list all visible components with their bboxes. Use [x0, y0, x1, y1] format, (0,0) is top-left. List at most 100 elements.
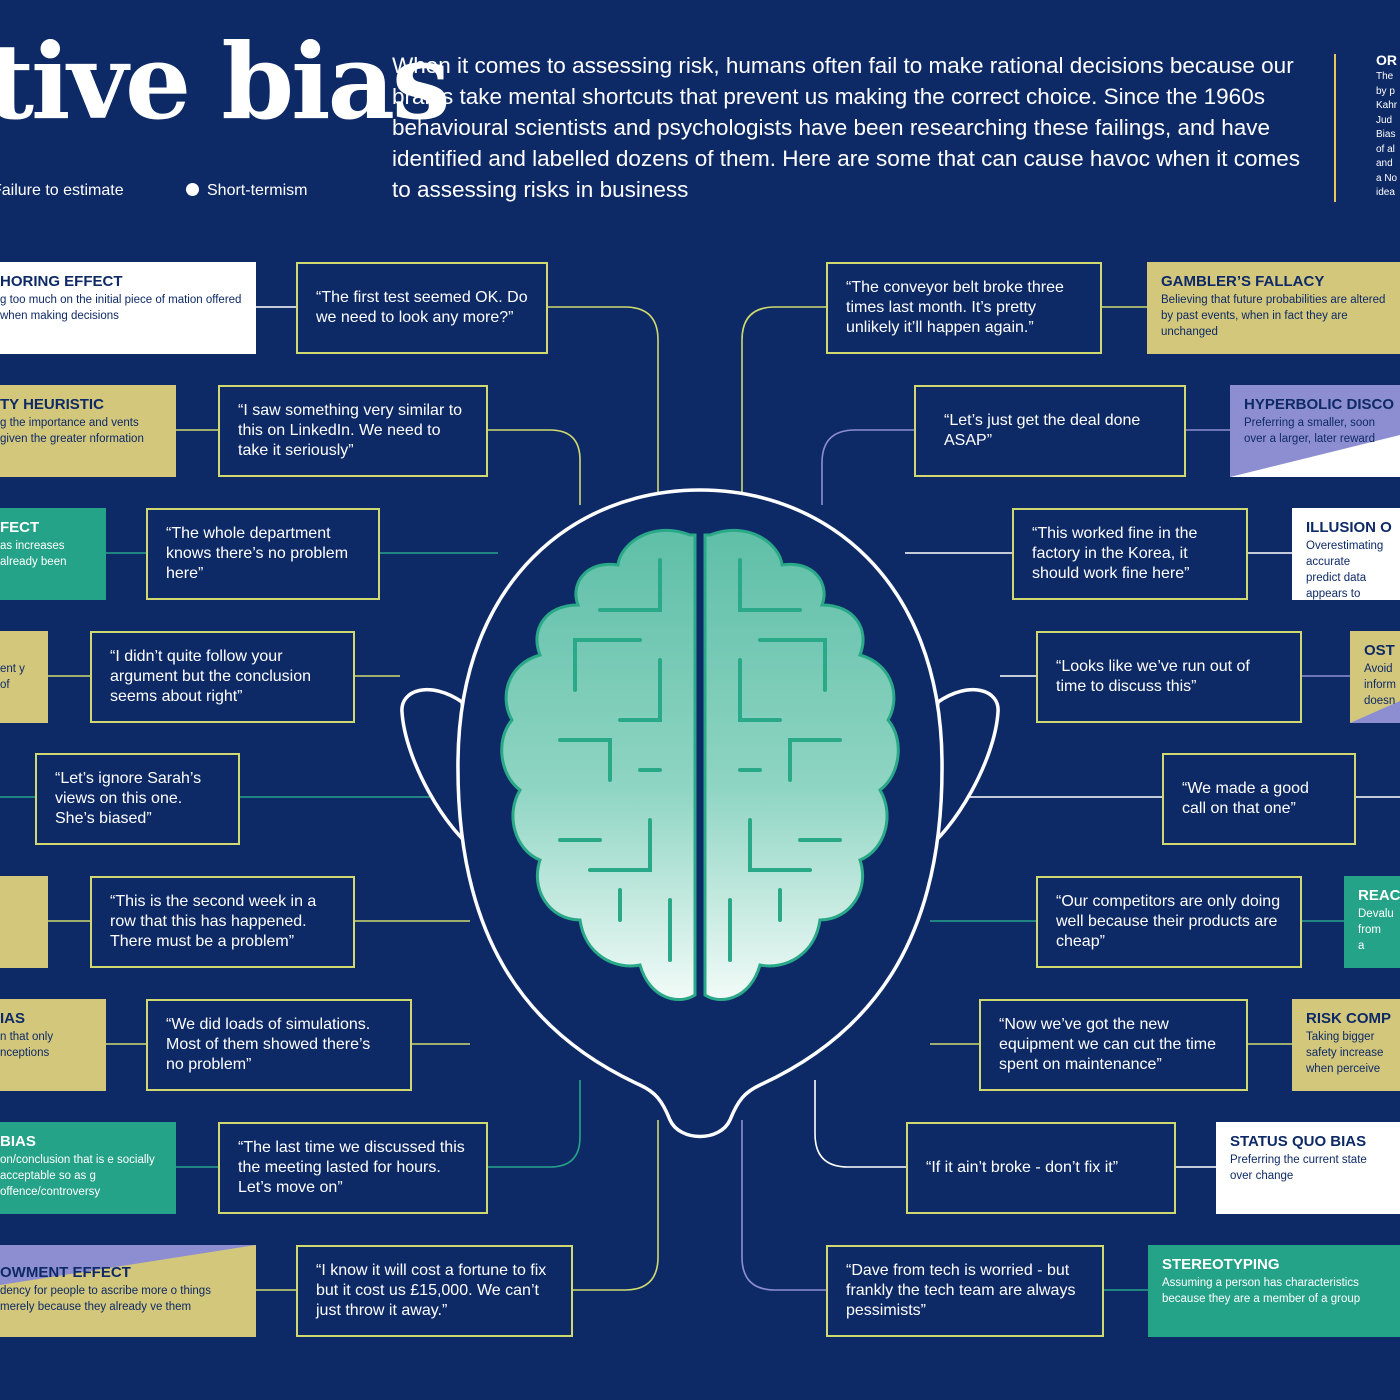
side-column: OR The by p Kahr Jud Bias of al and a No…	[1376, 50, 1400, 201]
bias-description: as increases already been	[0, 540, 67, 568]
side-line: of al	[1376, 143, 1395, 155]
head-outline	[400, 488, 1000, 1139]
quote-text: “We made a good call on that one”	[1182, 780, 1309, 817]
bias-card-courtesy-bias: BIAS on/conclusion that is e socially ac…	[0, 1122, 176, 1214]
bias-title: BIAS	[0, 1133, 36, 1150]
connector-line	[573, 1120, 659, 1291]
quote-text: “Let’s ignore Sarah’s views on this one.…	[55, 770, 202, 827]
bias-card-illusion-of-validity: ILLUSION O Overestimating accurate predi…	[1292, 508, 1400, 600]
bias-card-availability-heuristic: TY HEURISTIC g the importance and vents …	[0, 385, 176, 477]
bias-title: TY HEURISTIC	[0, 396, 104, 413]
brain-icon	[500, 529, 900, 1002]
card-shade	[1230, 435, 1400, 477]
bias-description: on/conclusion that is e socially accepta…	[0, 1154, 155, 1198]
connector-line	[741, 306, 826, 492]
bias-title: HYPERBOLIC DISCO	[1244, 396, 1395, 413]
bias-description: ent y of	[0, 663, 25, 691]
quote-box: “I know it will cost a fortune to fix bu…	[296, 1245, 573, 1337]
bias-title: FECT	[0, 519, 40, 536]
quote-text: “Dave from tech is worried - but frankly…	[846, 1262, 1076, 1319]
quote-text: “If it ain’t broke - don’t fix it”	[926, 1159, 1119, 1176]
quote-box: “Now we’ve got the new equipment we can …	[979, 999, 1248, 1091]
legend-label: Short-termism	[207, 182, 308, 199]
bias-card-reactive-devaluation: REAC Devalu from a	[1344, 876, 1400, 968]
quote-box: “This is the second week in a row that t…	[90, 876, 355, 968]
bias-description: Taking bigger safety increase when perce…	[1306, 1031, 1384, 1075]
quote-text: “This is the second week in a row that t…	[110, 893, 317, 950]
intro-paragraph: When it comes to assessing risk, humans …	[392, 53, 1301, 202]
quote-box: “I didn’t quite follow your argument but…	[90, 631, 355, 723]
quote-text: “Now we’ve got the new equipment we can …	[999, 1016, 1217, 1073]
bias-description: g too much on the initial piece of matio…	[0, 294, 242, 322]
quote-text: “I know it will cost a fortune to fix bu…	[316, 1262, 547, 1319]
connector-line	[821, 429, 914, 505]
header-divider	[1334, 54, 1336, 202]
quote-box: “I saw something very similar to this on…	[218, 385, 488, 477]
side-line: by p	[1376, 85, 1395, 97]
bias-card-partial-4: ent y of	[0, 631, 48, 723]
legend-item-failure-to-estimate: Failure to estimate	[0, 182, 124, 200]
quote-text: “The whole department knows there’s no p…	[166, 525, 349, 582]
bias-title: OST	[1364, 642, 1395, 659]
bias-description: Avoid inform doesn	[1364, 663, 1396, 707]
connector-line	[741, 1120, 826, 1291]
quote-text: “I didn’t quite follow your argument but…	[110, 648, 312, 705]
bias-card-stereotyping: STEREOTYPING Assuming a person has chara…	[1148, 1245, 1400, 1337]
bias-description: g the importance and vents given the gre…	[0, 417, 144, 445]
quote-box: “Looks like we’ve run out of time to dis…	[1036, 631, 1302, 723]
quote-box: “Let’s ignore Sarah’s views on this one.…	[35, 753, 240, 845]
side-line: The	[1376, 71, 1394, 82]
bias-title: REAC	[1358, 887, 1400, 904]
bias-description: Devalu from a	[1358, 908, 1394, 952]
card-shade	[1350, 631, 1400, 723]
side-line: Bias	[1376, 129, 1396, 140]
quote-text: “The conveyor belt broke three times las…	[846, 279, 1064, 336]
connector-line	[488, 1080, 581, 1168]
quote-box: “The last time we discussed this the mee…	[218, 1122, 488, 1214]
side-line: Jud	[1376, 114, 1393, 126]
legend-label: Failure to estimate	[0, 182, 124, 199]
quote-text: “Let’s just get the deal done ASAP”	[944, 412, 1141, 449]
quote-text: “Looks like we’ve run out of time to dis…	[1056, 658, 1250, 695]
bias-card-gamblers-fallacy: GAMBLER’S FALLACY Believing that future …	[1147, 262, 1400, 354]
bias-description: Preferring the current state over change	[1230, 1154, 1367, 1182]
quote-box: “We made a good call on that one”	[1162, 753, 1356, 845]
side-line: idea	[1376, 187, 1395, 198]
legend-dot-icon	[186, 183, 199, 196]
quote-text: “Our competitors are only doing well bec…	[1056, 893, 1281, 950]
bias-description: dency for people to ascribe more o thing…	[0, 1285, 211, 1313]
bias-title: ILLUSION O	[1306, 519, 1392, 536]
bias-title: STATUS QUO BIAS	[1230, 1133, 1367, 1150]
bias-title: RISK COMP	[1306, 1010, 1392, 1027]
bias-description: Assuming a person has characteristics be…	[1162, 1277, 1361, 1305]
quote-box: “Our competitors are only doing well bec…	[1036, 876, 1302, 968]
quote-text: “The first test seemed OK. Do we need to…	[316, 289, 528, 326]
side-line: Kahr	[1376, 100, 1398, 111]
quote-box: “If it ain’t broke - don’t fix it”	[906, 1122, 1176, 1214]
quote-box: “This worked fine in the factory in the …	[1012, 508, 1248, 600]
connector-line	[488, 429, 581, 505]
bias-title: GAMBLER’S FALLACY	[1161, 273, 1325, 290]
bias-card-hyperbolic-discounting: HYPERBOLIC DISCO Preferring a smaller, s…	[1230, 385, 1400, 477]
bias-description: Preferring a smaller, soon over a larger…	[1244, 417, 1376, 445]
bias-card-anchoring-effect: HORING EFFECT g too much on the initial …	[0, 262, 256, 354]
connector-line	[548, 306, 659, 492]
side-line: a No	[1376, 172, 1398, 184]
connector-line	[814, 1080, 906, 1168]
bias-card-endowment-effect: OWMENT EFFECT dency for people to ascrib…	[0, 1245, 256, 1337]
side-heading: OR	[1376, 52, 1397, 68]
quote-box: “Dave from tech is worried - but frankly…	[826, 1245, 1104, 1337]
bias-description: Overestimating accurate predict data app…	[1306, 540, 1384, 600]
card-shade	[0, 1245, 256, 1285]
quote-box: “The first test seemed OK. Do we need to…	[296, 262, 548, 354]
page-title: tive bias	[0, 20, 451, 143]
quote-text: “The last time we discussed this the mee…	[238, 1139, 465, 1196]
bias-title: OWMENT EFFECT	[0, 1264, 131, 1281]
side-line: and	[1376, 158, 1393, 169]
bias-title: HORING EFFECT	[0, 273, 123, 290]
bias-card-bandwagon-effect: FECT as increases already been	[0, 508, 106, 600]
bias-card-status-quo-bias: STATUS QUO BIAS Preferring the current s…	[1216, 1122, 1400, 1214]
quote-box: “Let’s just get the deal done ASAP”	[914, 385, 1186, 477]
quote-box: “The conveyor belt broke three times las…	[826, 262, 1102, 354]
